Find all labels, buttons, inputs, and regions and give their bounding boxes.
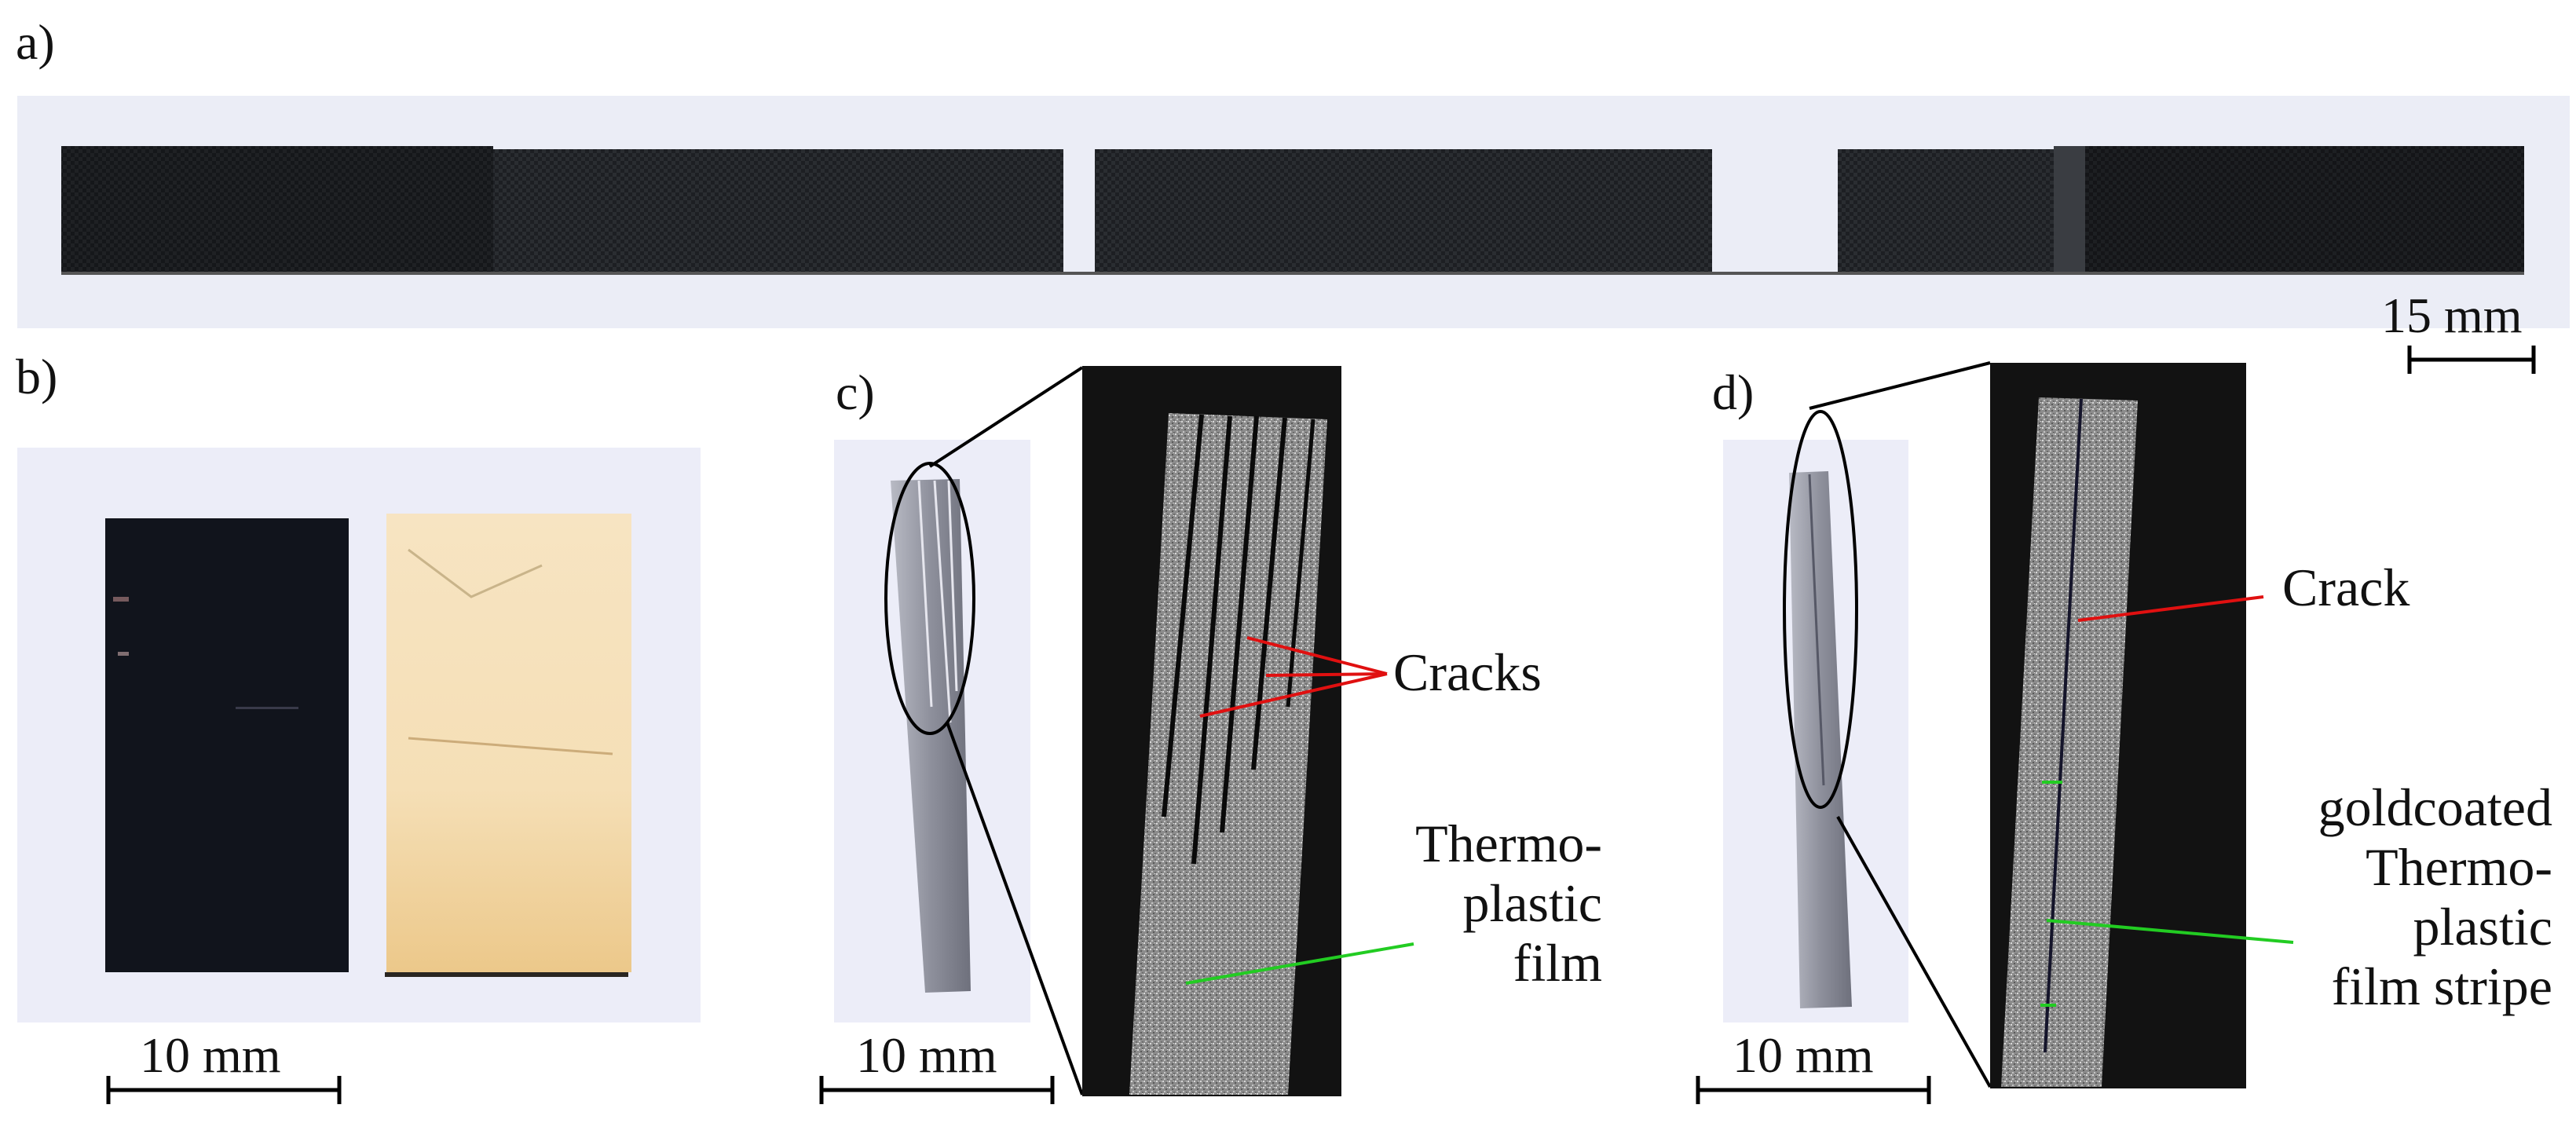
film-leader-c: [1185, 942, 1414, 985]
panel-a-scale-bar: [2407, 346, 2536, 374]
zoom-lines-c: [928, 366, 1084, 1096]
film-annotation-d-line-3: plastic: [2413, 897, 2552, 957]
panel-a-photo: [17, 96, 2570, 328]
film-annotation-c-line-2: plastic: [1462, 873, 1602, 934]
specimen-left-gauge: [493, 149, 1063, 272]
film-annotation-d: goldcoated Thermo- plastic film stripe: [2262, 777, 2552, 1017]
panel-b-scale-text: 10 mm: [140, 1027, 281, 1083]
film-annotation-d-line-2: Thermo-: [2366, 837, 2552, 898]
film-annotation-d-line-1: goldcoated: [2318, 777, 2552, 837]
cracks-annotation-c: Cracks: [1393, 642, 1542, 702]
panel-c-scale-bar: [819, 1076, 1055, 1104]
film-annotation-c-line-1: Thermo-: [1415, 814, 1602, 873]
micrograph-d: [1990, 363, 2246, 1088]
sample-bar-c: [891, 479, 971, 993]
panel-c-label: c): [836, 364, 875, 420]
panel-b-scale-bar: [106, 1076, 342, 1104]
panel-d-label: d): [1712, 364, 1755, 420]
specimen-middle-piece: [1095, 149, 1712, 272]
film-annotation-d-line-4: film stripe: [2331, 957, 2552, 1017]
sample-gold: [386, 514, 631, 972]
panel-d-scale-text: 10 mm: [1733, 1027, 1874, 1083]
film-leader-d: [2046, 919, 2294, 944]
zoom-ellipse-d: [1783, 410, 1858, 809]
panel-d-scale-bar: [1696, 1076, 1931, 1104]
panel-a-label: a): [16, 14, 55, 70]
specimen-right-tab: [2073, 146, 2524, 272]
sample-dark: [105, 518, 349, 972]
specimen-right-gauge: [1838, 149, 2073, 272]
panel-b-label: b): [16, 349, 58, 404]
zoom-ellipse-c: [884, 462, 975, 735]
panel-c-scale-text: 10 mm: [856, 1027, 997, 1083]
zoom-lines-d: [1809, 361, 1992, 1088]
panel-c-photo: [834, 440, 1030, 1022]
crack-leaders-c: [1199, 636, 1388, 718]
panel-a-scale-text: 15 mm: [2381, 287, 2523, 343]
crack-annotation-d: Crack: [2282, 558, 2410, 617]
panel-b-photo: [17, 448, 701, 1022]
crack-leader-d: [2077, 595, 2264, 622]
micrograph-c: [1082, 366, 1341, 1096]
specimen-left-tab: [61, 146, 493, 272]
film-annotation-c-line-3: film: [1513, 933, 1602, 993]
panel-d-photo: [1723, 410, 1908, 1022]
film-annotation-c: Thermo- plastic film: [1367, 814, 1602, 993]
